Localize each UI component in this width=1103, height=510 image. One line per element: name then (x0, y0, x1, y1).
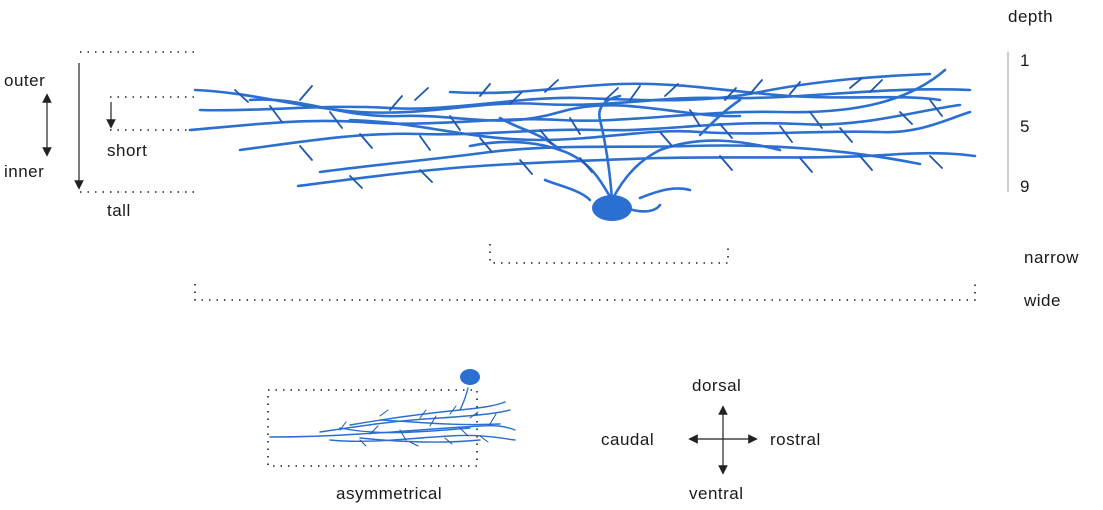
compass-caudal: caudal (601, 430, 655, 449)
wide-bracket (194, 284, 976, 301)
tall-label: tall (107, 201, 131, 220)
wide-label: wide (1024, 291, 1061, 310)
inner-label: inner (4, 162, 45, 181)
depth-header: depth (1008, 7, 1054, 26)
depth-5-label: 5 (1020, 117, 1030, 136)
neuron-asymmetrical (269, 369, 516, 447)
soma (592, 195, 632, 221)
asymmetrical-label: asymmetrical (336, 484, 443, 503)
outer-label: outer (4, 71, 46, 90)
narrow-bracket (489, 244, 729, 264)
depth-9-label: 9 (1020, 177, 1030, 196)
dimension-guides (80, 51, 976, 467)
short-label: short (107, 141, 148, 160)
narrow-label: narrow (1024, 248, 1079, 267)
neuron-main (188, 68, 977, 221)
small-soma (460, 369, 480, 385)
compass-dorsal: dorsal (692, 376, 742, 395)
depth-1-label: 1 (1020, 51, 1030, 70)
compass-rostral: rostral (770, 430, 821, 449)
compass-ventral: ventral (689, 484, 744, 503)
